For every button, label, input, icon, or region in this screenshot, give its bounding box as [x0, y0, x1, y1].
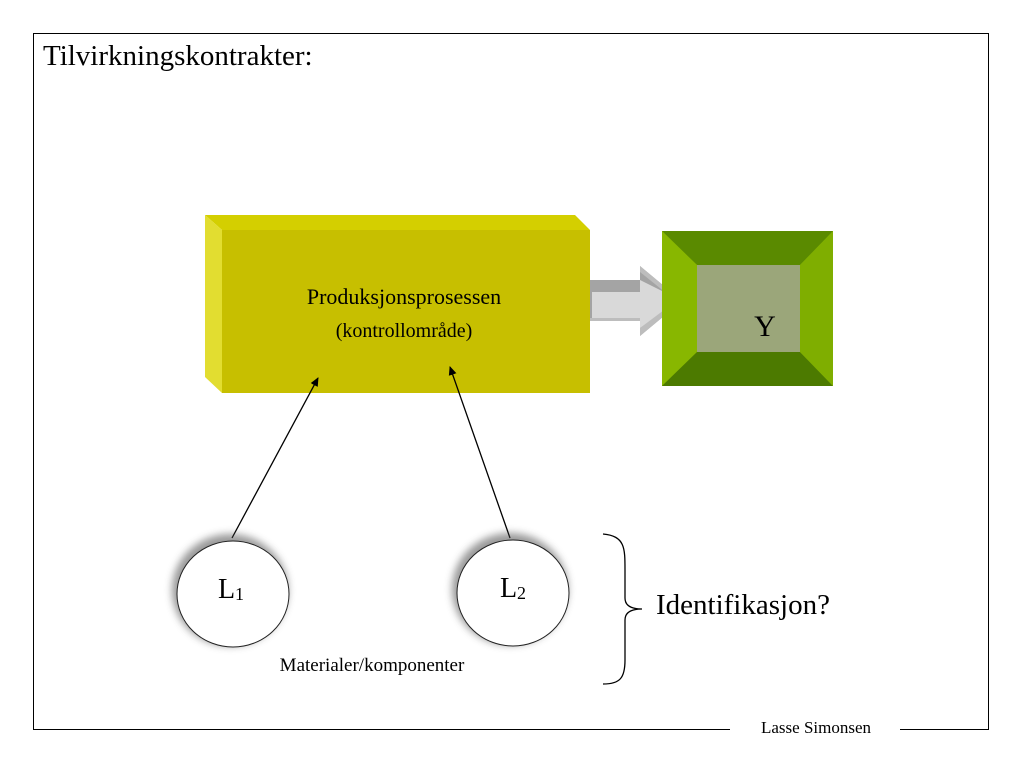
output-cube-right-bevel — [800, 231, 833, 386]
process-label: Produksjonsprosessen — [306, 284, 502, 309]
process-sublabel: (kontrollområde) — [335, 320, 473, 342]
output-cube — [662, 231, 833, 386]
output-cube-inner — [697, 265, 800, 352]
input-label-l1: L1 — [191, 574, 271, 606]
input-circle-l2 — [452, 533, 570, 647]
curly-brace — [602, 533, 643, 685]
output-cube-bottom-bevel — [662, 352, 833, 386]
output-cube-top-bevel — [662, 231, 833, 265]
output-cube-left-bevel — [662, 231, 697, 386]
output-arrow — [590, 266, 682, 336]
frame-left-border — [33, 33, 34, 729]
input-label-l2-subscript: 2 — [517, 583, 527, 603]
input-label-l2: L2 — [473, 573, 553, 605]
input-label-l1-subscript: 1 — [235, 584, 245, 604]
input-circle-l1 — [172, 534, 290, 648]
process-box — [205, 215, 590, 393]
process-box-top-face — [205, 215, 590, 230]
footer-author: Lasse Simonsen — [760, 718, 872, 737]
output-label: Y — [754, 310, 776, 343]
process-box-front-face — [222, 230, 590, 393]
frame-right-border — [988, 33, 989, 729]
input-label-l1-letter: L — [217, 574, 236, 605]
slide-title: Tilvirkningskontrakter: — [43, 40, 313, 72]
connector-arrow-l2 — [448, 366, 511, 539]
frame-bottom-border-right — [900, 729, 989, 730]
connector-arrow-l1 — [231, 377, 319, 539]
frame-bottom-border-left — [33, 729, 730, 730]
process-box-left-face — [205, 215, 222, 393]
identification-question: Identifikasjon? — [656, 589, 830, 621]
input-label-l2-letter: L — [499, 573, 518, 604]
inputs-caption: Materialer/komponenter — [279, 655, 465, 676]
frame-top-border — [33, 33, 988, 34]
